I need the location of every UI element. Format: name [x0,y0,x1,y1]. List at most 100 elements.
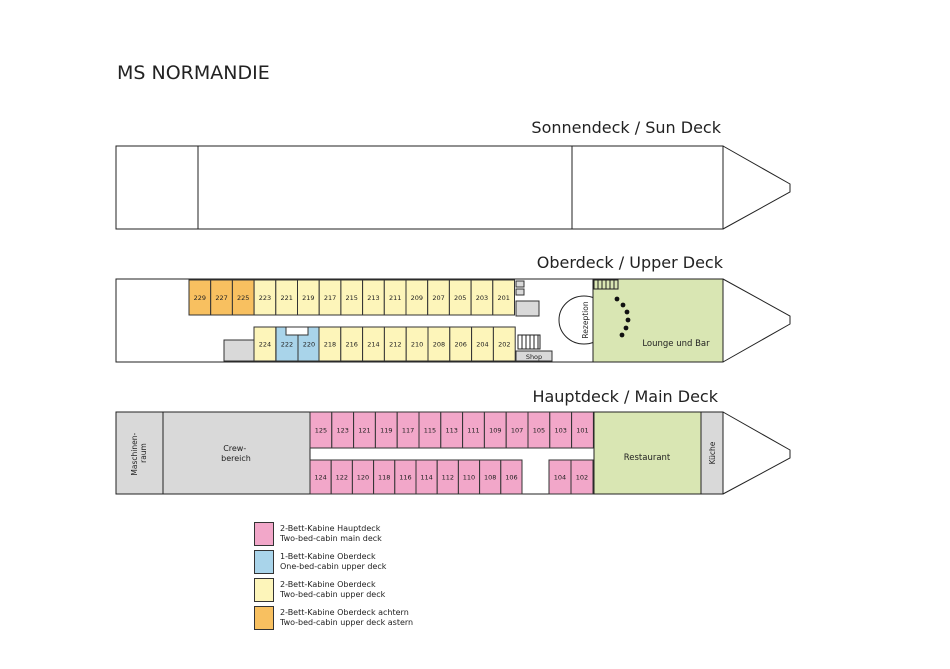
cabin-207: 207 [427,279,450,316]
cabin-214: 214 [362,326,385,362]
cabin-number: 106 [505,474,517,482]
legend-swatch [254,550,274,574]
cabin-number: 118 [378,474,390,482]
engine-room-label: Maschinen- raum [130,430,148,475]
cabin-number: 201 [497,294,509,302]
cabin-number: 227 [215,294,227,302]
cabin-number: 221 [280,294,292,302]
cabin-number: 204 [476,341,488,349]
cabin-116: 116 [394,459,417,495]
cabin-117: 117 [396,411,420,449]
sun-deck [115,145,791,230]
cabin-210: 210 [405,326,429,362]
cabin-204: 204 [471,326,494,362]
cabin-112: 112 [436,459,459,495]
cabin-107: 107 [505,411,529,449]
cabin-211: 211 [383,279,407,316]
cabin-203: 203 [470,279,494,316]
shop-label: Shop [526,353,542,361]
upper-deck-title: Oberdeck / Upper Deck [536,253,723,272]
cabin-201: 201 [492,279,515,316]
cabin-110: 110 [457,459,481,495]
cabin-number: 123 [336,427,348,435]
cabin-number: 223 [259,294,271,302]
cabin-123: 123 [331,411,355,449]
kitchen-label: Küche [708,441,717,464]
cabin-104: 104 [548,459,572,495]
cabin-121: 121 [353,411,376,449]
cabin-box [571,411,594,449]
cabin-229: 229 [188,279,212,316]
cabin-number: 207 [432,294,444,302]
cabin-number: 115 [424,427,436,435]
cabin-number: 225 [237,294,249,302]
cabin-216: 216 [340,326,364,362]
sun-deck-bow [722,145,791,230]
cabin-115: 115 [418,411,442,449]
cabin-number: 229 [194,294,206,302]
main-deck-bow [722,411,791,495]
cabin-215: 215 [340,279,364,316]
kitchen [700,411,724,495]
lounge-bar [592,278,724,363]
cabin-106: 106 [500,459,523,495]
cabin-225: 225 [231,279,255,316]
shop-box [515,350,553,362]
upper-small-box-1 [515,280,525,288]
cabin-113: 113 [440,411,464,449]
legend-swatch [254,578,274,602]
cabin-box [570,459,594,495]
cabin-number: 120 [357,474,369,482]
cabin-109: 109 [483,411,507,449]
cabin-number: 117 [402,427,414,435]
cabin-227: 227 [210,279,233,316]
cabin-number: 214 [367,341,379,349]
cabin-number: 125 [315,427,327,435]
cabin-number: 116 [399,474,411,482]
cabin-number: 104 [554,474,566,482]
cabin-number: 210 [411,341,423,349]
cabin-box [492,279,515,316]
cabin-number: 202 [498,341,510,349]
cabin-number: 213 [367,294,379,302]
cabin-number: 110 [463,474,475,482]
cabin-number: 222 [281,341,293,349]
cabin-number: 205 [454,294,466,302]
cabin-number: 206 [454,341,466,349]
cabin-125: 125 [309,411,333,449]
cabin-number: 112 [442,474,454,482]
sun-deck-title: Sonnendeck / Sun Deck [531,118,721,137]
cabin-notch [285,326,309,336]
cabin-124: 124 [309,459,332,495]
cabin-number: 124 [314,474,326,482]
cabin-number: 208 [433,341,445,349]
cabin-number: 203 [476,294,488,302]
sun-deck-hull [115,145,724,230]
cabin-119: 119 [374,411,398,449]
cabin-118: 118 [373,459,396,495]
cabin-202: 202 [492,326,516,362]
cabin-number: 107 [511,427,523,435]
cabin-206: 206 [449,326,473,362]
upper-grey-block-aft [223,339,255,362]
cabin-number: 109 [489,427,501,435]
cabin-number: 209 [411,294,423,302]
cabin-number: 119 [380,427,392,435]
cabin-219: 219 [297,279,320,316]
cabin-number: 103 [554,427,566,435]
cabin-105: 105 [527,411,551,449]
cabin-number: 122 [336,474,348,482]
legend-swatch [254,522,274,546]
cabin-114: 114 [415,459,438,495]
cabin-number: 216 [345,341,357,349]
upper-small-box-2 [515,288,525,296]
cabin-number: 220 [303,341,315,349]
stairs-lounge [593,279,619,290]
cabin-102: 102 [570,459,594,495]
cabin-122: 122 [330,459,353,495]
